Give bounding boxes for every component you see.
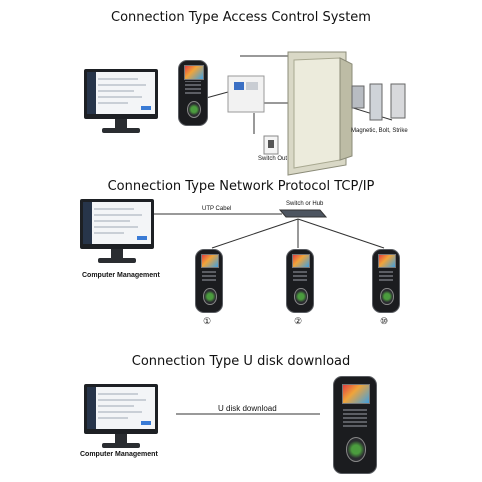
u-disk-download-label: U disk download bbox=[218, 404, 277, 413]
device-number-10: ⑩ bbox=[380, 316, 389, 326]
strike-lock-icon bbox=[390, 83, 406, 119]
computer-monitor-icon bbox=[84, 384, 158, 450]
fingerprint-terminal-icon bbox=[333, 376, 377, 474]
controller-led bbox=[234, 82, 244, 90]
network-hub-icon bbox=[278, 209, 328, 218]
door-leaf bbox=[293, 57, 341, 169]
hub-to-device3-line bbox=[297, 218, 385, 249]
switch-out-label: Switch Out bbox=[258, 156, 288, 162]
computer-management-label: Computer Management bbox=[82, 272, 160, 279]
device-number-1: ① bbox=[203, 316, 212, 326]
magnetic-lock-icon bbox=[351, 85, 365, 109]
section2-title: Connection Type Network Protocol TCP/IP bbox=[107, 179, 375, 194]
lock-types-label: Magnetic, Bolt, Strike bbox=[351, 128, 408, 134]
fingerprint-terminal-icon bbox=[286, 249, 314, 313]
utp-cable-label: UTP Cabel bbox=[202, 206, 232, 212]
section1-title: Connection Type Access Control System bbox=[111, 10, 371, 25]
door-edge bbox=[339, 57, 353, 161]
fingerprint-terminal-icon bbox=[178, 60, 208, 126]
bolt-lock-icon bbox=[369, 83, 383, 121]
computer-monitor-icon bbox=[80, 199, 154, 265]
hub-to-device1-line bbox=[211, 218, 299, 249]
section3-title: Connection Type U disk download bbox=[131, 354, 351, 369]
terminal-to-controller-line bbox=[205, 91, 229, 99]
computer-management-label: Computer Management bbox=[80, 451, 158, 458]
controller-box-icon bbox=[227, 75, 265, 113]
fingerprint-terminal-icon bbox=[372, 249, 400, 313]
computer-monitor-icon bbox=[84, 69, 158, 135]
fingerprint-terminal-icon bbox=[195, 249, 223, 313]
device-number-2: ② bbox=[294, 316, 303, 326]
switch-hub-label: Switch or Hub bbox=[286, 201, 324, 207]
